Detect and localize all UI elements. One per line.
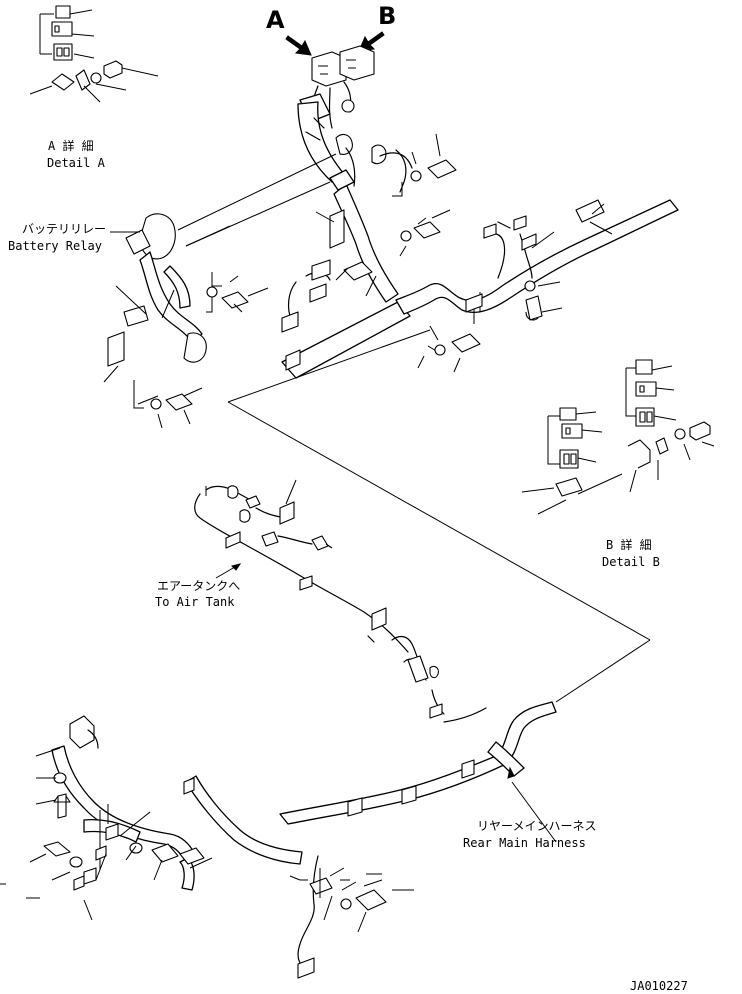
battery-relay-jp-label: バッテリリレー: [22, 222, 106, 236]
detail-b-en-label: Detail B: [602, 555, 660, 569]
air-tank-group: エアータンクへ To Air Tank: [155, 479, 445, 719]
view-b-label: B: [378, 2, 396, 30]
rear-harness-jp-label: リヤーメインハーネス: [477, 819, 597, 833]
relay-cluster: [297, 45, 375, 183]
drawing-code: JA010227: [630, 979, 688, 993]
detail-a-group: A 詳 細 Detail A: [29, 5, 159, 170]
rear-harness-group: リヤーメインハーネス Rear Main Harness: [0, 701, 597, 979]
battery-relay-group: バッテリリレー Battery Relay: [8, 153, 337, 429]
detail-a-jp-label: A 詳 細: [48, 138, 94, 153]
detail-b-jp-label: B 詳 細: [606, 537, 652, 552]
view-arrow-a-icon: [285, 35, 312, 56]
detail-connector-lines: [227, 329, 651, 703]
battery-relay-en-label: Battery Relay: [8, 239, 102, 253]
detail-b-group: B 詳 細 Detail B: [521, 359, 715, 569]
detail-a-en-label: Detail A: [47, 156, 106, 170]
rear-harness-en-label: Rear Main Harness: [463, 836, 586, 850]
view-a-label: A: [266, 6, 285, 34]
view-arrows: A B: [266, 2, 396, 56]
air-tank-en-label: To Air Tank: [155, 595, 235, 609]
air-tank-jp-label: エアータンクへ: [157, 579, 240, 593]
top-harness: [281, 133, 679, 379]
